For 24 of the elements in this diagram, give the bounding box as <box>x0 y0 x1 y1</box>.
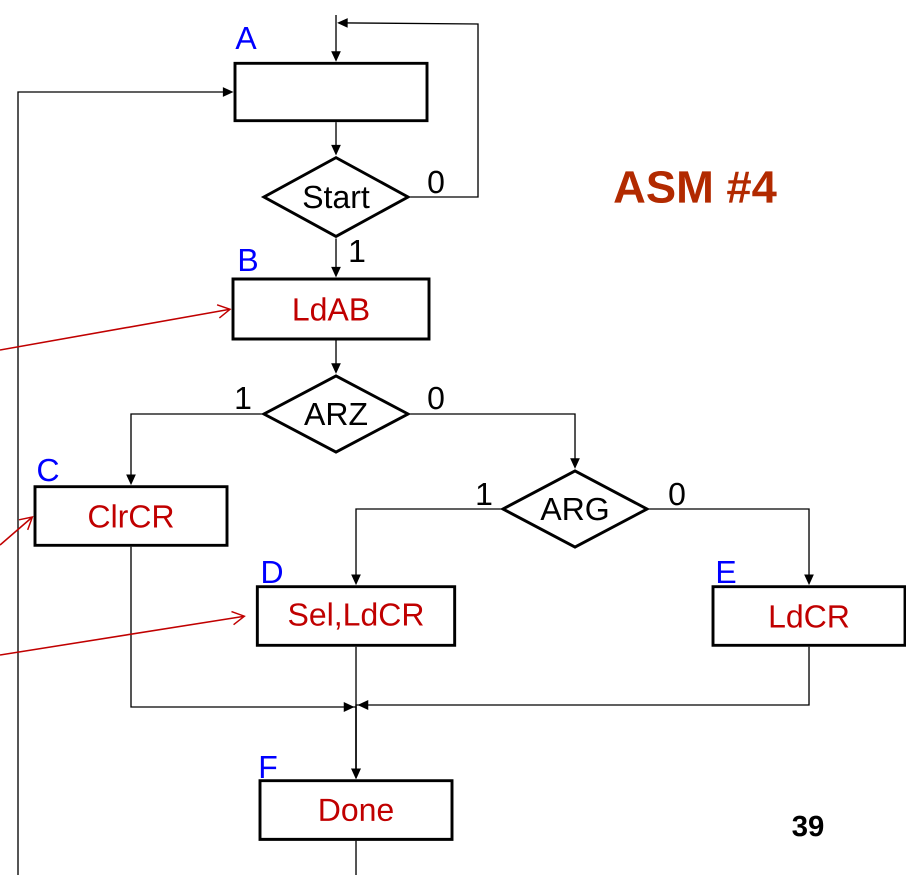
title: ASM #4 <box>614 170 777 204</box>
state-letter: A <box>235 27 257 49</box>
edge-label: 1 <box>474 482 494 506</box>
arrow <box>0 516 34 546</box>
edge-label: 0 <box>426 169 446 195</box>
state-box: ClrCR <box>34 485 228 547</box>
state-letter: D <box>263 561 282 584</box>
state-box <box>234 62 428 122</box>
state-box: Done <box>258 779 454 841</box>
edge-label: 0 <box>426 385 446 411</box>
state-box: Sel,LdCR <box>256 585 456 647</box>
edge-label: 1 <box>346 238 368 264</box>
edge-label: 1 <box>232 386 254 410</box>
page-number: 39 <box>792 816 824 836</box>
state-letter: B <box>240 249 257 272</box>
edge-label: 0 <box>666 481 688 507</box>
state-letter: F <box>260 756 276 778</box>
state-box: LdAB <box>232 278 430 340</box>
arrow <box>0 610 246 656</box>
state-box: LdCR <box>712 585 906 647</box>
state-letter: E <box>718 561 736 584</box>
state-letter: C <box>38 458 58 482</box>
connector-line <box>355 840 357 875</box>
arrow <box>0 304 232 351</box>
